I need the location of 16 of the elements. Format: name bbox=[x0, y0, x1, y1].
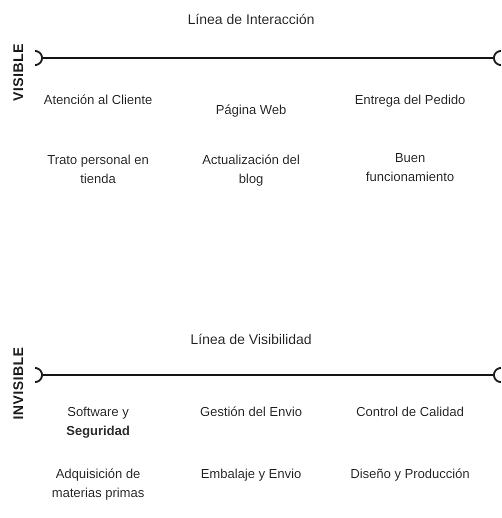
blueprint-item: Software y Seguridad bbox=[65, 403, 131, 440]
line-label: Línea de Interacción bbox=[186, 10, 316, 29]
blueprint-item: Buen funcionamiento bbox=[364, 149, 456, 186]
blueprint-item: Adquisición de materias primas bbox=[50, 465, 146, 502]
section-label: INVISIBLE bbox=[10, 346, 26, 420]
blueprint-item: Embalaje y Envio bbox=[200, 465, 302, 483]
blueprint-item: Trato personal en tienda bbox=[46, 151, 150, 188]
blueprint-item: Actualización del blog bbox=[201, 151, 301, 188]
blueprint-item: Diseño y Producción bbox=[350, 465, 470, 483]
section-label: VISIBLE bbox=[10, 43, 26, 101]
blueprint-item: Control de Calidad bbox=[355, 403, 465, 421]
blueprint-item: Página Web bbox=[214, 101, 288, 119]
blueprint-item: Entrega del Pedido bbox=[354, 91, 466, 109]
blueprint-item: Gestión del Envio bbox=[199, 403, 303, 421]
blueprint-item: Atención al Cliente bbox=[42, 91, 154, 109]
line-label: Línea de Visibilidad bbox=[189, 330, 313, 349]
